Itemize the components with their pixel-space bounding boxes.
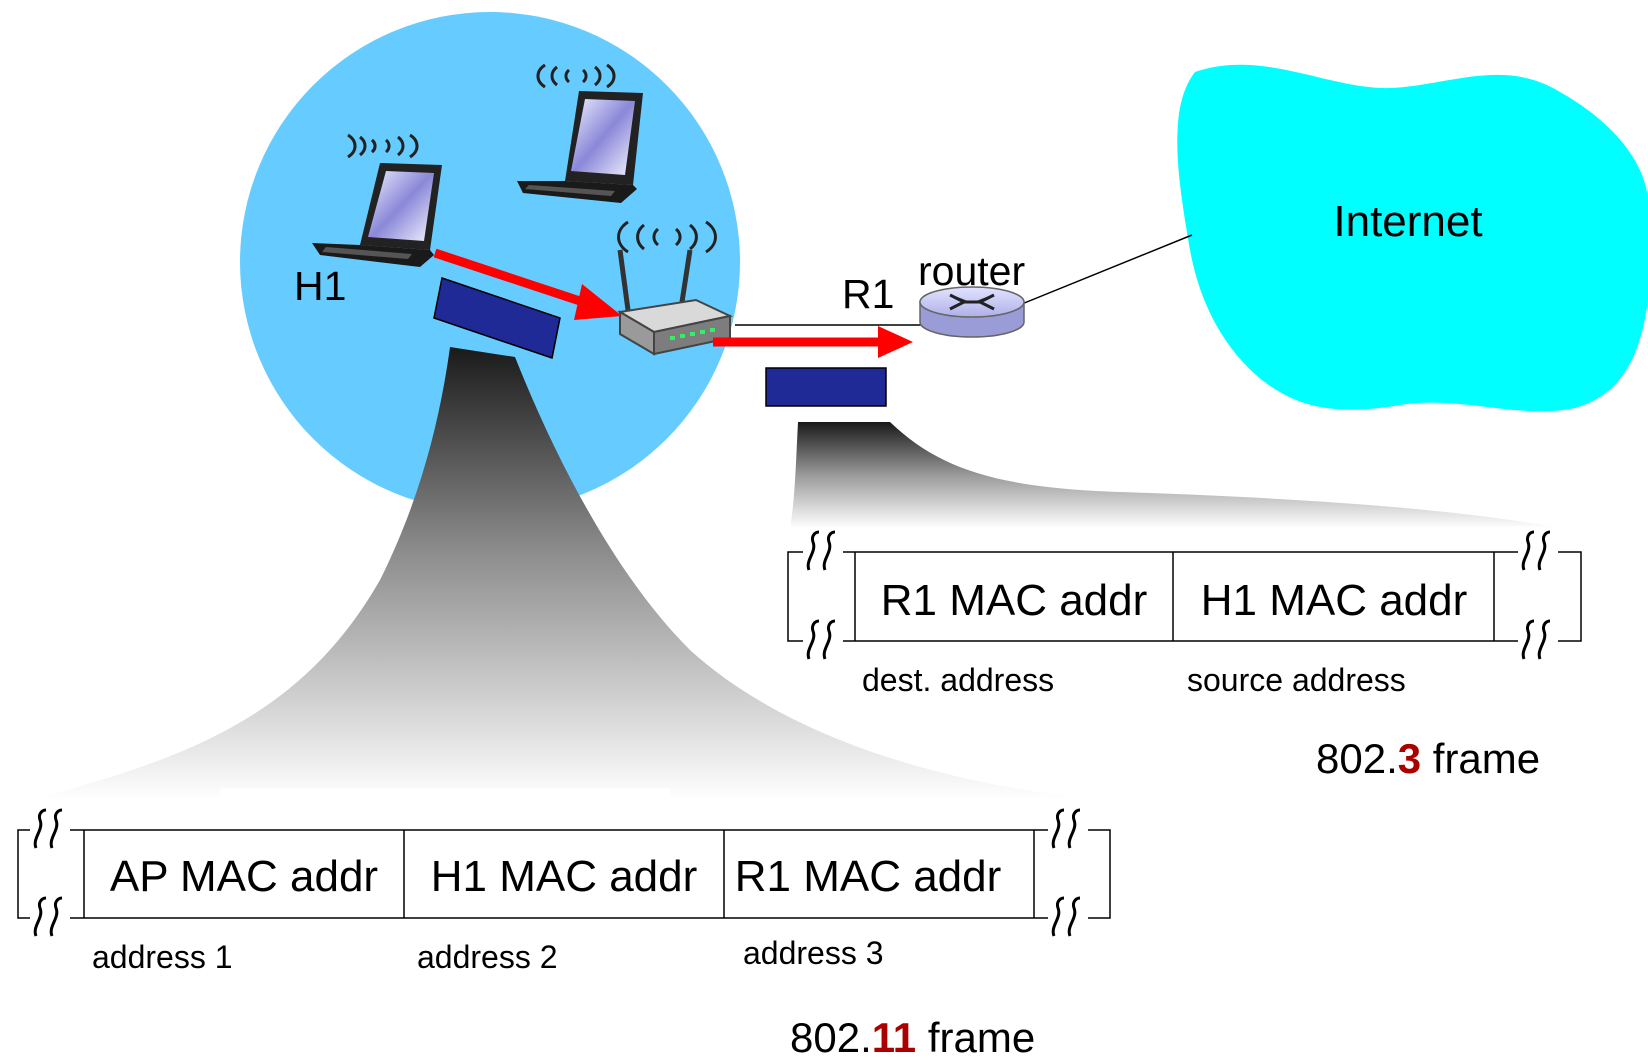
router-label: router bbox=[918, 248, 1025, 294]
frame-80211-caption: 802.11 frame bbox=[790, 1014, 1035, 1061]
frame-80211-cell-address2: H1 MAC addr bbox=[431, 852, 698, 901]
frame-8023-caption: 802.3 frame bbox=[1316, 735, 1540, 782]
frame-80211-field-address2: address 2 bbox=[417, 939, 558, 975]
frame-80211-block bbox=[433, 277, 561, 359]
wifi-signal-icon bbox=[347, 133, 419, 159]
frame-80211-cell-address3: R1 MAC addr bbox=[735, 852, 1002, 901]
frame-8023-cone bbox=[790, 422, 1560, 528]
frame-8023-block bbox=[765, 367, 887, 407]
frame-8023: R1 MAC addr H1 MAC addr dest. address so… bbox=[787, 530, 1582, 782]
frame-8023-field-source: source address bbox=[1187, 662, 1406, 698]
caption-prefix: 802. bbox=[790, 1014, 872, 1061]
laptop-icon bbox=[312, 163, 442, 267]
caption-suffix: frame bbox=[916, 1014, 1035, 1061]
router-internet-link bbox=[1011, 234, 1193, 309]
h1-label: H1 bbox=[294, 263, 346, 309]
frame-80211: AP MAC addr H1 MAC addr R1 MAC addr addr… bbox=[17, 808, 1112, 1061]
arrow-ap-to-router bbox=[713, 326, 913, 358]
caption-number: 11 bbox=[872, 1014, 916, 1061]
wifi-signal-icon bbox=[617, 220, 717, 254]
frame-80211-field-address1: address 1 bbox=[92, 939, 233, 975]
arrow-h1-to-ap bbox=[433, 248, 622, 320]
frame-8023-cell-dest: R1 MAC addr bbox=[881, 576, 1148, 625]
frame-80211-cone bbox=[30, 347, 1110, 800]
wireless-router-icon bbox=[617, 249, 734, 356]
cone-fade bbox=[220, 788, 670, 800]
r1-label: R1 bbox=[842, 271, 894, 317]
caption-number: 3 bbox=[1398, 735, 1421, 782]
router-icon bbox=[919, 286, 1025, 338]
wifi-signal-icon bbox=[536, 63, 616, 89]
internet-label: Internet bbox=[1333, 197, 1482, 246]
frame-8023-field-dest: dest. address bbox=[862, 662, 1054, 698]
internet-cloud bbox=[1177, 64, 1648, 412]
laptop-icon bbox=[517, 91, 643, 203]
caption-suffix: frame bbox=[1421, 735, 1540, 782]
frame-8023-cell-source: H1 MAC addr bbox=[1201, 576, 1468, 625]
frame-80211-field-address3: address 3 bbox=[743, 935, 884, 971]
caption-prefix: 802. bbox=[1316, 735, 1398, 782]
frame-80211-cell-address1: AP MAC addr bbox=[110, 852, 378, 901]
